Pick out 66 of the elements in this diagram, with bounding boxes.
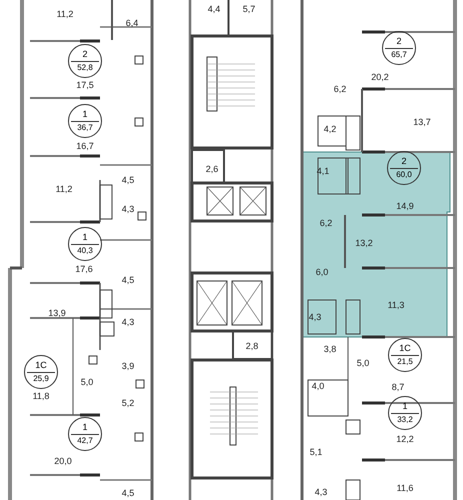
room-area: 4,0 (312, 381, 324, 391)
room-count: 2 (400, 156, 408, 166)
room-area: 4,4 (208, 4, 220, 14)
apartment-area: 33,2 (389, 415, 421, 425)
room-count: 1 (401, 401, 408, 411)
room-area: 11,6 (396, 483, 414, 493)
apartment-area: 40,3 (69, 246, 101, 256)
apartment-area: 21,5 (389, 357, 421, 367)
room-area: 4,5 (122, 488, 134, 498)
apartment-badge (68, 104, 102, 138)
apartment-area: 52,8 (69, 63, 101, 73)
room-area: 4,5 (122, 175, 134, 185)
room-area: 13,9 (48, 308, 66, 318)
room-area: 3,9 (122, 361, 134, 371)
room-count: 1 (81, 422, 88, 432)
room-area: 4,3 (314, 487, 328, 497)
room-area: 4,3 (122, 317, 134, 327)
room-area: 5,1 (310, 447, 322, 457)
room-count: 2 (81, 49, 88, 59)
apartment-badge (387, 151, 421, 185)
room-area: 8,7 (392, 382, 404, 392)
room-area: 4,5 (122, 275, 134, 285)
room-area: 20,0 (54, 456, 72, 466)
room-area: 5,2 (122, 398, 134, 408)
room-area: 11,8 (32, 391, 50, 401)
apartment-badge (388, 396, 422, 430)
room-count: 1С (398, 343, 412, 353)
room-count: 1 (81, 232, 88, 242)
room-area: 4,3 (122, 204, 134, 214)
room-area: 6,0 (316, 267, 328, 277)
room-area: 20,2 (371, 72, 389, 82)
room-area: 4,3 (308, 312, 322, 322)
room-area: 4,2 (324, 124, 336, 134)
room-area: 16,7 (76, 141, 94, 151)
room-area: 3,8 (324, 344, 336, 354)
apartment-area: 60,0 (388, 170, 420, 180)
room-area: 6,2 (334, 84, 346, 94)
apartment-area: 65,7 (383, 50, 415, 60)
room-area: 12,2 (396, 434, 414, 444)
apartment-badge (68, 417, 102, 451)
room-area: 17,5 (76, 80, 94, 90)
apartment-area: 25,9 (25, 374, 57, 384)
room-area: 5,7 (242, 4, 256, 14)
apartment-badge (68, 44, 102, 78)
room-area: 6,2 (320, 218, 332, 228)
room-area: 14,9 (396, 201, 414, 211)
apartment-badge (382, 31, 416, 65)
apartment-area: 42,7 (69, 436, 101, 446)
room-area: 17,6 (75, 264, 93, 274)
room-area: 11,2 (56, 184, 72, 194)
apartment-badge (68, 227, 102, 261)
room-count: 2 (395, 36, 402, 46)
room-area: 6,4 (126, 18, 138, 28)
apartment-area: 36,7 (69, 123, 101, 133)
room-area: 13,2 (355, 238, 373, 248)
room-area: 11,2 (56, 9, 74, 19)
room-area: 5,0 (80, 377, 94, 387)
apartment-badge (24, 355, 58, 389)
room-area: 11,3 (388, 300, 404, 310)
apartment-badge (388, 338, 422, 372)
room-count: 1С (34, 360, 48, 370)
room-count: 1 (81, 109, 88, 119)
room-area: 13,7 (413, 117, 431, 127)
room-area: 2,6 (206, 164, 218, 174)
room-area: 5,0 (356, 358, 370, 368)
room-area: 2,8 (246, 341, 258, 351)
